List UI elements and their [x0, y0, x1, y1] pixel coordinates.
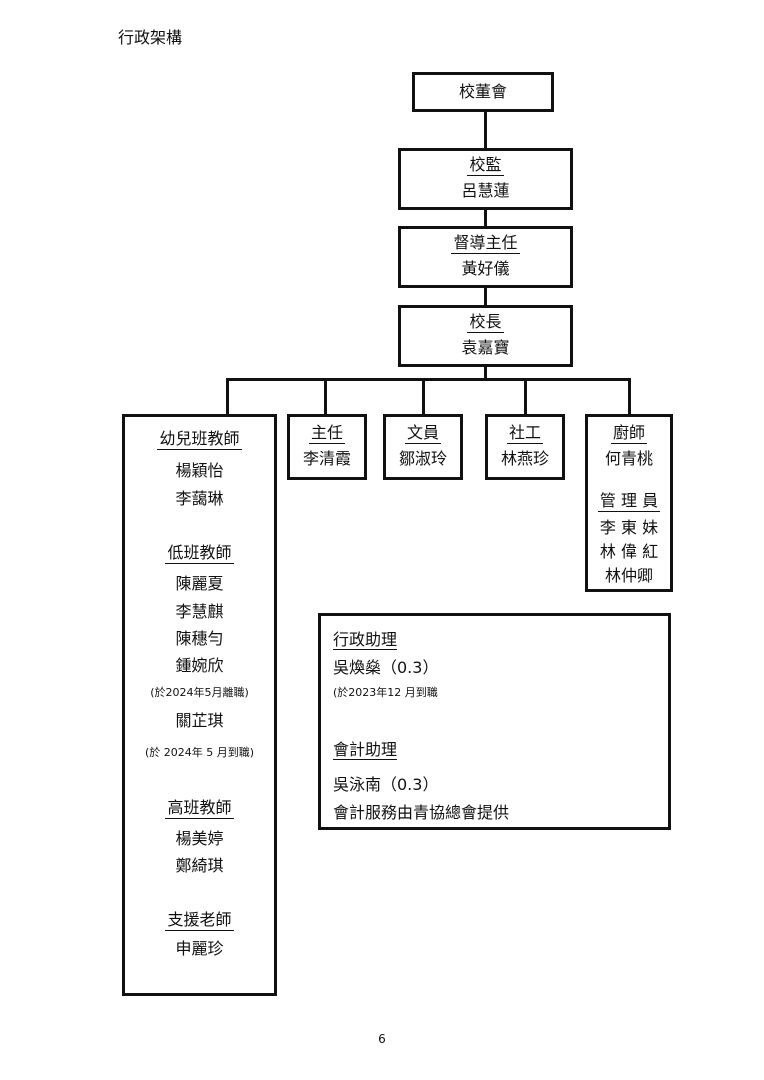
assistants-box: 行政助理 吳煥燊（0.3） (於2023年12 月到職 會計助理 吳泳南（0.3…: [318, 613, 671, 830]
supervisor-name: 呂慧蓮: [461, 181, 510, 200]
director-role: 督導主任: [451, 233, 520, 254]
lower-teacher-name: 鍾婉欣: [175, 656, 224, 675]
head-name: 李清霞: [302, 449, 351, 468]
connector-drop-head: [324, 378, 327, 416]
support-teacher-name: 申麗珍: [175, 939, 224, 958]
connector-drop-clerk: [422, 378, 425, 416]
admin-assistant-role: 行政助理: [333, 630, 398, 650]
kitchen-box: 廚師 何青桃 管 理 員 李 東 妹 林 偉 紅 林仲卿: [585, 414, 673, 592]
connector-principal-bus: [484, 365, 487, 380]
connector-supervisor-director: [484, 208, 487, 228]
lower-teacher-name: 陳穗勻: [175, 629, 224, 648]
director-box: 督導主任 黃好儀: [398, 226, 573, 288]
connector-director-principal: [484, 287, 487, 307]
nursery-teacher-role: 幼兒班教師: [157, 429, 242, 450]
accounting-assistant-name: 吳泳南（0.3）: [333, 775, 439, 794]
director-name: 黃好儀: [461, 259, 510, 278]
teachers-box: 幼兒班教師 楊穎怡 李藹琳 低班教師 陳麗夏 李慧麒 陳穗勻 鍾婉欣 (於202…: [122, 414, 277, 996]
lower-teacher-note: (於2024年5月離職): [150, 686, 249, 699]
lower-teacher-name: 陳麗夏: [175, 574, 224, 593]
janitor-role: 管 理 員: [597, 491, 661, 512]
clerk-role: 文員: [404, 423, 441, 444]
connector-board-supervisor: [484, 110, 487, 150]
cook-role: 廚師: [610, 423, 647, 444]
connector-drop-teachers: [226, 378, 229, 416]
page-title: 行政架構: [118, 28, 183, 47]
cook-name: 何青桃: [604, 449, 653, 468]
accounting-service-note: 會計服務由青協總會提供: [333, 803, 510, 822]
admin-assistant-name: 吳煥燊（0.3）: [333, 658, 439, 677]
upper-teacher-role: 高班教師: [165, 798, 234, 819]
social-worker-role: 社工: [506, 423, 543, 444]
social-worker-box: 社工 林燕珍: [485, 414, 565, 480]
board-label: 校董會: [458, 82, 507, 101]
lower-teacher-role: 低班教師: [165, 543, 234, 564]
accounting-assistant-role: 會計助理: [333, 740, 398, 760]
principal-role: 校長: [467, 312, 504, 333]
clerk-box: 文員 鄒淑玲: [383, 414, 463, 480]
support-teacher-role: 支援老師: [165, 910, 234, 931]
lower-teacher-name: 李慧麒: [175, 602, 224, 621]
principal-box: 校長 袁嘉寶: [398, 305, 573, 367]
connector-horizontal-bus: [226, 378, 631, 381]
upper-teacher-name: 楊美婷: [175, 829, 224, 848]
janitor-name: 林 偉 紅: [599, 542, 659, 561]
connector-drop-kitchen: [628, 378, 631, 416]
lower-teacher-name: 關芷琪: [175, 711, 224, 730]
principal-name: 袁嘉寶: [461, 338, 510, 357]
lower-teacher-note: (於 2024年 5 月到職): [144, 746, 255, 759]
page-number: 6: [378, 1032, 386, 1046]
nursery-teacher-name: 李藹琳: [175, 489, 224, 508]
head-role: 主任: [308, 423, 345, 444]
upper-teacher-name: 鄭綺琪: [175, 856, 224, 875]
supervisor-role: 校監: [467, 155, 504, 176]
nursery-teacher-name: 楊穎怡: [175, 461, 224, 480]
social-worker-name: 林燕珍: [500, 449, 549, 468]
admin-assistant-note: (於2023年12 月到職: [333, 686, 438, 699]
janitor-name: 林仲卿: [604, 566, 653, 585]
board-box: 校董會: [412, 72, 554, 112]
janitor-name: 李 東 妹: [599, 518, 659, 537]
supervisor-box: 校監 呂慧蓮: [398, 148, 573, 210]
head-box: 主任 李清霞: [287, 414, 367, 480]
clerk-name: 鄒淑玲: [398, 449, 447, 468]
connector-drop-social: [524, 378, 527, 416]
